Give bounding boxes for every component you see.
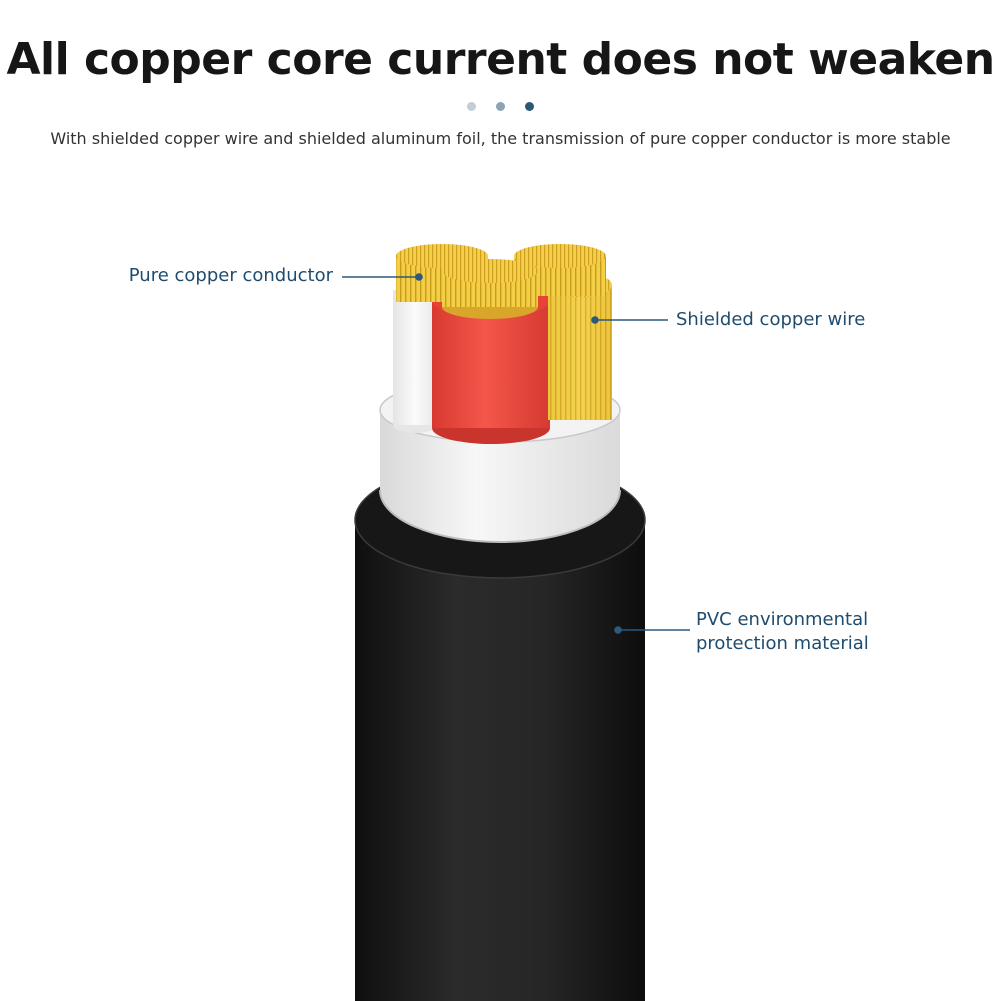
leader-lines (342, 273, 690, 634)
page-title: All copper core current does not weaken (6, 34, 995, 85)
pvc-leader-dot (614, 626, 622, 634)
label-pvc-line-2: protection material (696, 633, 869, 654)
copper-conductor-center (442, 259, 538, 319)
label-shielded-copper-wire: Shielded copper wire (676, 309, 866, 330)
label-pure-copper-conductor: Pure copper conductor (128, 265, 333, 286)
decorative-dots (0, 102, 1001, 114)
dot-2 (496, 102, 505, 111)
conductor-leader-dot (415, 273, 423, 281)
shield-leader-dot (591, 316, 599, 324)
label-pvc-material: PVC environmental protection material (696, 608, 869, 656)
dot-3 (525, 102, 534, 111)
white-insulated-core (393, 290, 437, 433)
page-subtitle: With shielded copper wire and shielded a… (50, 129, 951, 148)
label-pvc-line-1: PVC environmental (696, 609, 869, 630)
dot-1 (467, 102, 476, 111)
